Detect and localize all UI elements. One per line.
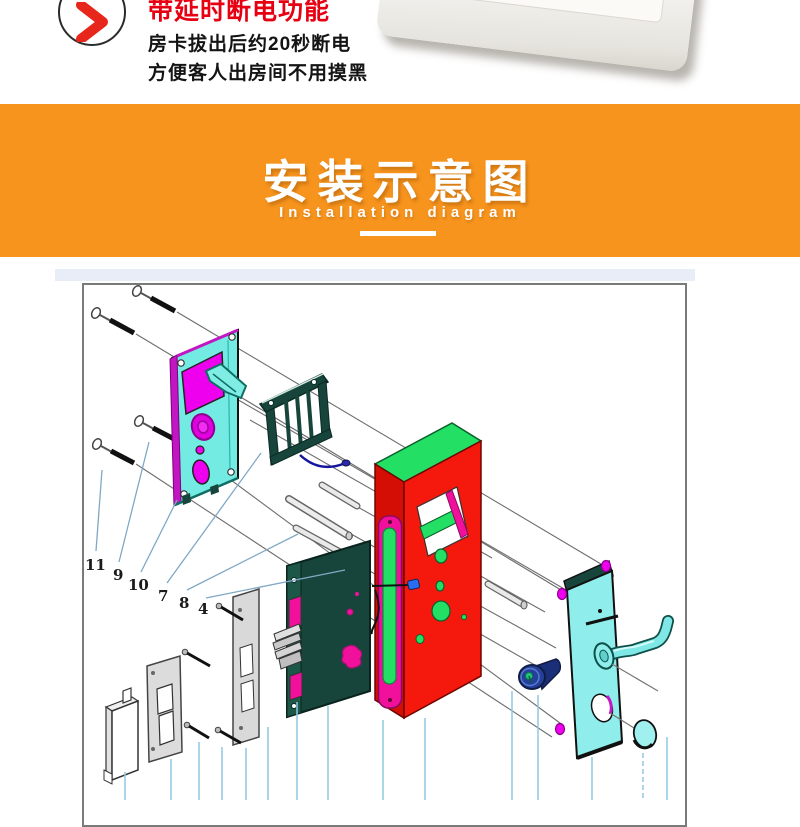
label-leader-lines bbox=[95, 441, 346, 599]
thumbturn-knob bbox=[609, 712, 658, 750]
part-label-9: 9 bbox=[113, 566, 123, 584]
faceplate bbox=[232, 587, 260, 747]
clip-bracket bbox=[204, 362, 248, 400]
promo-line-2: 方便客人出房间不用摸黑 bbox=[148, 63, 369, 84]
part-label-11: 11 bbox=[85, 556, 106, 574]
mounting-screw-2 bbox=[90, 307, 136, 336]
bottom-leader-lines bbox=[124, 691, 668, 800]
promo-line-1: 房卡拔出后约20秒断电 bbox=[148, 34, 352, 55]
spindle-pin-4 bbox=[484, 580, 528, 610]
door-handle bbox=[593, 615, 674, 692]
spindle-pin-1 bbox=[318, 481, 361, 510]
part-label-4: 4 bbox=[198, 600, 208, 618]
part-label-7: 7 bbox=[158, 587, 168, 605]
strike-plate bbox=[146, 654, 183, 764]
mortise-lock-body bbox=[272, 539, 371, 719]
small-screws bbox=[181, 602, 244, 745]
connector-wire bbox=[299, 454, 351, 469]
strike-box bbox=[103, 687, 140, 785]
rear-panel bbox=[554, 559, 624, 760]
section-banner: 安装示意图 Installation diagram bbox=[0, 104, 800, 257]
chevron-right-icon bbox=[76, 2, 108, 42]
part-label-8: 8 bbox=[179, 594, 189, 612]
diagram-top-strip bbox=[55, 269, 695, 281]
promo-title: 带延时断电功能 bbox=[148, 0, 331, 25]
front-panel bbox=[169, 328, 239, 507]
door-section bbox=[370, 422, 483, 720]
banner-subtitle: Installation diagram bbox=[279, 204, 521, 221]
mounting-screw-3 bbox=[133, 415, 178, 443]
installation-exploded-diagram: 11 9 10 7 8 4 bbox=[85, 285, 674, 800]
diagram-section: 11 9 10 7 8 4 bbox=[0, 257, 800, 827]
promo-section: 带延时断电功能 房卡拔出后约20秒断电 方便客人出房间不用摸黑 bbox=[0, 0, 800, 104]
lock-cylinder bbox=[518, 658, 562, 691]
battery-bracket bbox=[258, 373, 333, 466]
spindle-pin-2 bbox=[285, 495, 353, 541]
banner-title: 安装示意图 bbox=[262, 156, 538, 208]
mounting-screw-1 bbox=[131, 285, 177, 314]
part-label-10: 10 bbox=[128, 576, 149, 594]
part-labels: 11 9 10 7 8 4 bbox=[85, 556, 208, 618]
mounting-screw-4 bbox=[91, 438, 136, 466]
banner-underline bbox=[360, 231, 436, 236]
